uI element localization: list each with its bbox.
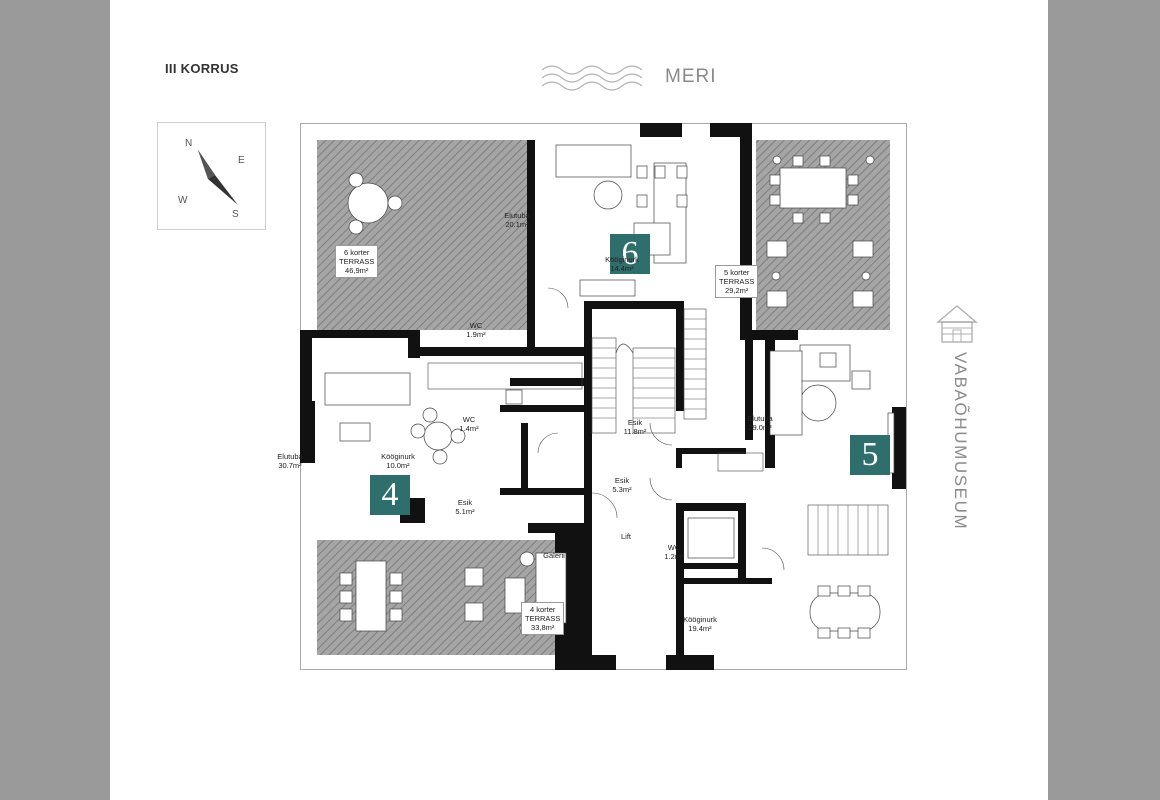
museum-direction: VABAÕHUMUSEUM bbox=[950, 352, 970, 547]
terrace-6 bbox=[317, 140, 527, 330]
room-galerii: Galerii bbox=[543, 551, 565, 560]
sea-direction: MERI bbox=[540, 58, 720, 94]
museum-label: VABAÕHUMUSEUM bbox=[951, 352, 970, 531]
floor-plan-page: III KORRUS MERI N E S W VABAÕHUMUSEUM bbox=[110, 0, 1048, 800]
room-lift: Lift bbox=[620, 532, 631, 541]
apartment-4-badge: 4 bbox=[370, 475, 410, 515]
compass-e: E bbox=[238, 155, 245, 166]
floor-title: III KORRUS bbox=[165, 61, 239, 76]
sea-label: MERI bbox=[665, 66, 717, 87]
compass-s: S bbox=[232, 209, 239, 220]
compass-icon: N E S W bbox=[178, 138, 245, 220]
compass: N E S W bbox=[157, 122, 266, 230]
wave-icon bbox=[541, 65, 643, 91]
floor-plan-drawing bbox=[300, 123, 907, 673]
compass-n: N bbox=[185, 138, 192, 149]
apartment-5-badge: 5 bbox=[850, 435, 890, 475]
compass-w: W bbox=[178, 195, 188, 206]
museum-house-icon bbox=[936, 305, 978, 343]
apartment-6-badge: 6 bbox=[610, 234, 650, 274]
